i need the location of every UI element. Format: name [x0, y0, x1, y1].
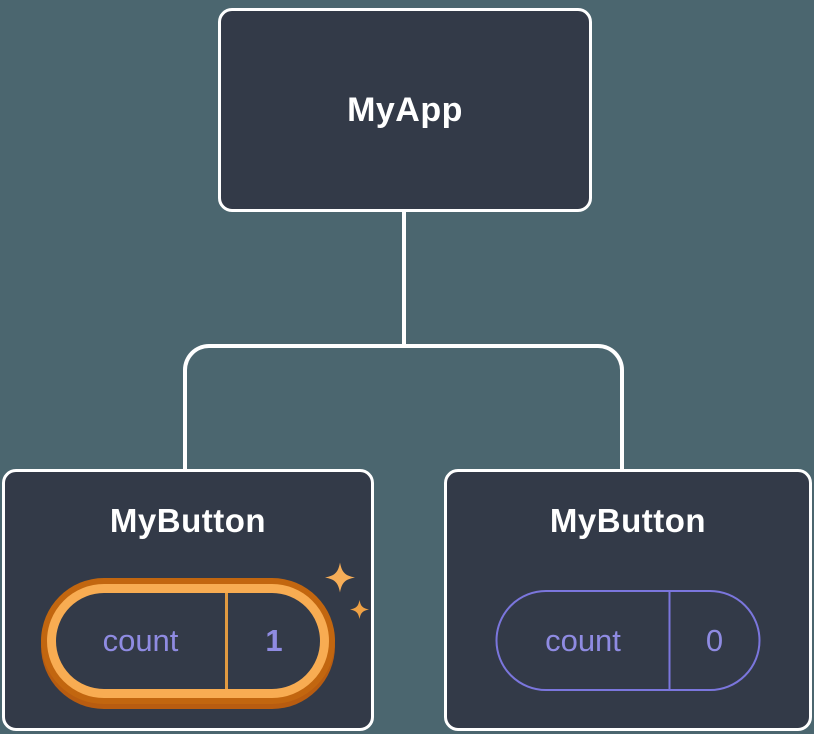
sparkle-icon-small	[350, 600, 369, 619]
mybutton-node-highlighted: MyButton count 1	[2, 469, 374, 731]
tree-connector-stem	[402, 210, 406, 346]
myapp-node-label: MyApp	[347, 90, 463, 129]
state-pill-divider	[225, 593, 228, 689]
state-value: 0	[705, 622, 724, 658]
state-name-label: count	[545, 622, 621, 658]
tree-connector-branch	[183, 344, 624, 470]
sparkle-icon-large	[325, 562, 355, 593]
myapp-node: MyApp	[218, 8, 592, 212]
state-pill-highlighted: count 1	[47, 584, 329, 698]
mybutton-node: MyButton count 0	[444, 469, 812, 731]
state-value: 1	[265, 623, 283, 658]
state-pill: count 0	[495, 590, 761, 691]
mybutton-node-label: MyButton	[549, 502, 707, 539]
state-name-label: count	[102, 623, 179, 658]
state-pill-divider	[668, 592, 671, 689]
mybutton-node-label: MyButton	[109, 502, 267, 539]
